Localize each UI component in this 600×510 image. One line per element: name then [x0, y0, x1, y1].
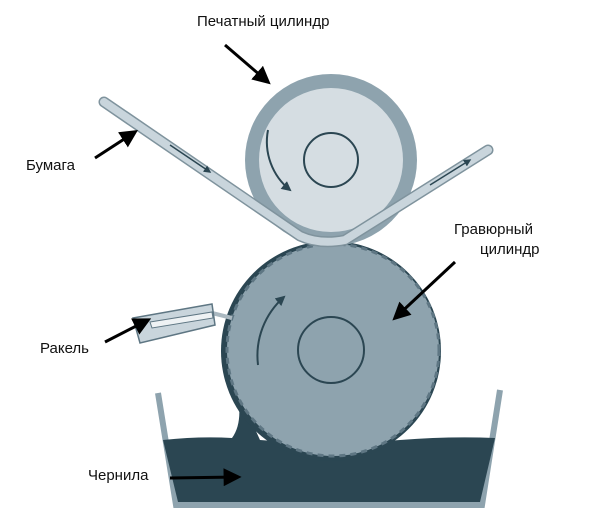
arrow-blade — [104, 318, 152, 344]
rotation-arrow-icon — [265, 129, 292, 192]
impression-cylinder — [245, 74, 417, 246]
arrow-paper — [94, 130, 139, 160]
arrow-ink — [169, 468, 242, 487]
label-impression-cylinder: Печатный цилиндр — [197, 13, 330, 30]
label-gravure-cylinder-2: цилиндр — [480, 241, 540, 258]
doctor-blade — [132, 303, 233, 344]
label-gravure-cylinder-1: Гравюрный — [454, 221, 533, 238]
rotation-arrow-icon — [256, 295, 286, 366]
gravure-cylinder — [221, 241, 441, 461]
label-doctor-blade: Ракель — [40, 340, 89, 357]
arrow-gravure — [392, 260, 457, 321]
label-ink: Чернила — [88, 467, 149, 484]
arrow-impression — [224, 43, 271, 85]
label-paper: Бумага — [26, 157, 75, 174]
